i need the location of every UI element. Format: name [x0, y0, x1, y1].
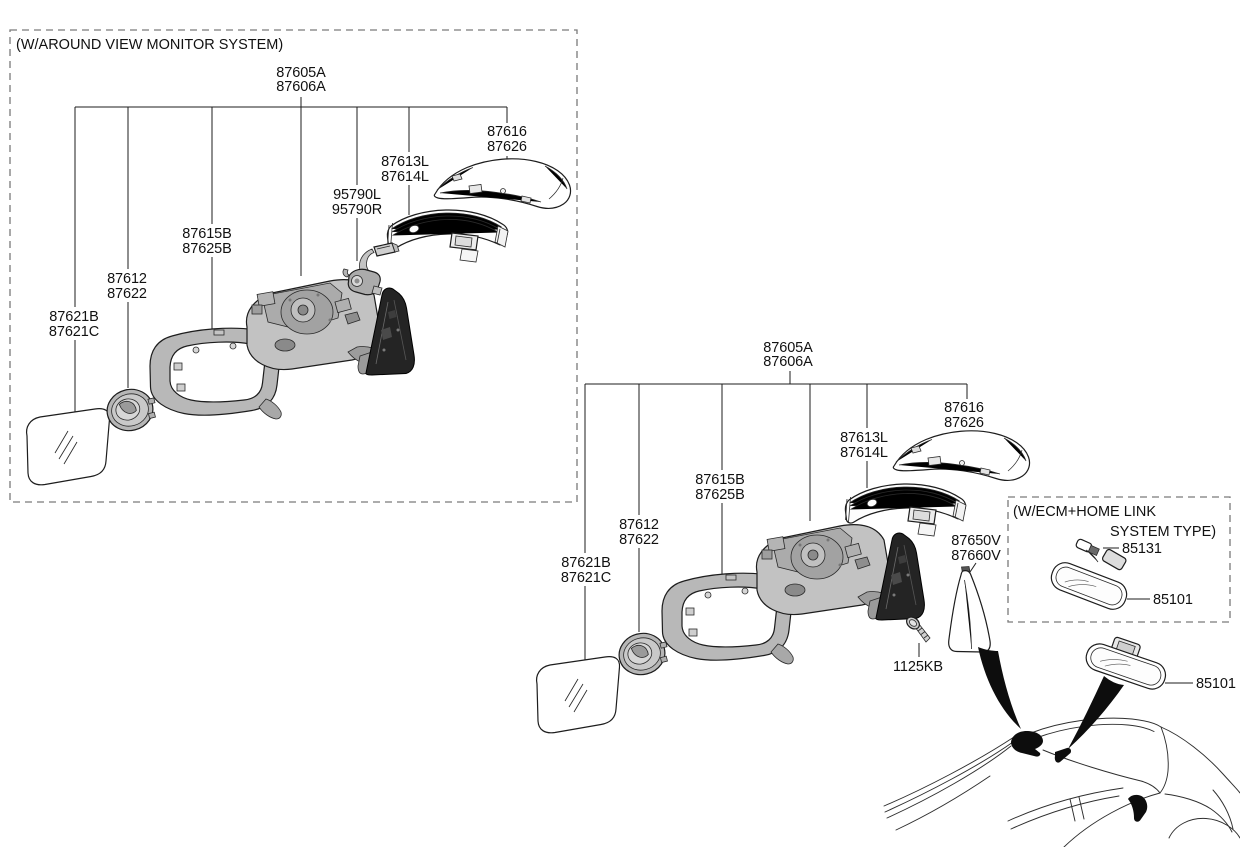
- label-housing-2: 87625B: [695, 487, 744, 503]
- standard-part-labels: 87605A 87606A 87616 87626 87613L 87614L …: [561, 340, 1001, 675]
- label-ecm-mirror: 85101: [1153, 592, 1193, 608]
- mirror-glass-avm: [25, 408, 111, 486]
- door-mirror-location-marker: [1011, 730, 1043, 757]
- label-cover-2: 87626: [487, 139, 527, 155]
- label-lamp-2: 87614L: [840, 445, 888, 461]
- label-mirror-assembly-1: 87605A: [763, 340, 813, 356]
- car-illustration: [883, 647, 1240, 847]
- avm-leader-lines: [74, 97, 508, 414]
- avm-part-labels: 87605A 87606A 87616 87626 87613L 87614L …: [49, 65, 527, 340]
- avm-system-section: (W/AROUND VIEW MONITOR SYSTEM): [9, 29, 578, 503]
- ecm-box-title-2: SYSTEM TYPE): [1110, 524, 1216, 540]
- label-housing-1: 87615B: [182, 226, 231, 242]
- ecm-box-border: [1007, 496, 1231, 623]
- label-actuator-1: 87612: [619, 517, 659, 533]
- locator-arrow-mirror: [1068, 676, 1124, 749]
- label-cover-1: 87616: [487, 124, 527, 140]
- far-mirror-marker: [1128, 794, 1148, 822]
- label-actuator-2: 87622: [107, 286, 147, 302]
- label-cover-1: 87616: [944, 400, 984, 416]
- mirror-cover-avm: [433, 158, 572, 209]
- label-screw: 1125KB: [893, 659, 943, 675]
- pillar-garnish-part: [948, 566, 991, 653]
- avm-box-border: [9, 29, 578, 503]
- mirror-cover-std: [892, 430, 1031, 481]
- ecm-inside-mirror-part: [1050, 562, 1128, 610]
- label-inside-mirror: 85101: [1196, 676, 1236, 692]
- mirror-glass-std: [535, 656, 621, 734]
- ecm-connector-part: [1075, 538, 1100, 557]
- label-actuator-1: 87612: [107, 271, 147, 287]
- label-lamp-1: 87613L: [381, 154, 429, 170]
- label-cover-2: 87626: [944, 415, 984, 431]
- inside-mirror-part: [1085, 643, 1167, 690]
- label-glass-1: 87621B: [561, 555, 610, 571]
- label-mirror-assembly-2: 87606A: [276, 79, 326, 95]
- screw-part: [906, 616, 931, 643]
- standard-mirror-section: 87605A 87606A 87616 87626 87613L 87614L …: [535, 340, 1031, 734]
- label-mirror-assembly-2: 87606A: [763, 354, 813, 370]
- standard-leader-lines: [584, 371, 977, 660]
- label-housing-1: 87615B: [695, 472, 744, 488]
- label-glass-2: 87621C: [49, 324, 99, 340]
- mirror-assembly-avm: [245, 279, 416, 376]
- label-glass-2: 87621C: [561, 570, 611, 586]
- label-camera-1: 95790L: [333, 187, 381, 203]
- label-ecm-connector: 85131: [1122, 541, 1162, 557]
- ecm-homelink-section: (W/ECM+HOME LINK SYSTEM TYPE) 85131 8510…: [1007, 496, 1231, 623]
- wiper-marker: [1054, 747, 1072, 763]
- label-lamp-2: 87614L: [381, 169, 429, 185]
- label-pillar-garnish-1: 87650V: [951, 533, 1001, 549]
- label-actuator-2: 87622: [619, 532, 659, 548]
- label-glass-1: 87621B: [49, 309, 98, 325]
- label-camera-2: 95790R: [332, 202, 382, 218]
- mirror-assembly-std: [755, 524, 926, 621]
- avm-box-title: (W/AROUND VIEW MONITOR SYSTEM): [16, 37, 283, 53]
- label-lamp-1: 87613L: [840, 430, 888, 446]
- label-housing-2: 87625B: [182, 241, 231, 257]
- repeater-lamp-avm: [386, 209, 509, 263]
- inside-mirror-section: 85101: [1085, 636, 1236, 692]
- ecm-box-title-1: (W/ECM+HOME LINK: [1013, 504, 1156, 520]
- avm-camera-part: [342, 242, 400, 296]
- label-pillar-garnish-2: 87660V: [951, 548, 1001, 564]
- locator-arrow-pillar: [978, 647, 1021, 729]
- ecm-mirror-mount: [1085, 548, 1127, 571]
- label-mirror-assembly-1: 87605A: [276, 65, 326, 81]
